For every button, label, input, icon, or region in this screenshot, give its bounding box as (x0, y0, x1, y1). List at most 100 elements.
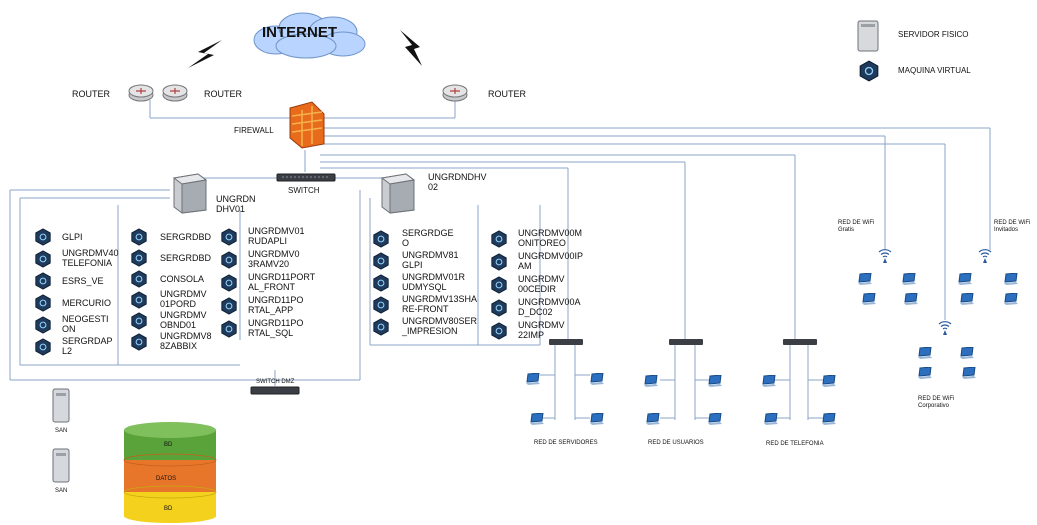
workstation-icon (1004, 272, 1018, 285)
storage-unit-label: SAN (55, 428, 68, 434)
virtual-machine-icon (34, 272, 52, 290)
switch-icon (276, 173, 336, 182)
vm-name-label: UNGRDMV 01PORD (160, 289, 207, 309)
virtual-machine-icon (130, 270, 148, 288)
vm-name-label: UNGRD11PO RTAL_SQL (248, 318, 304, 338)
legend-physical-server-label: SERVIDOR FISICO (898, 30, 969, 39)
vm-name-label: UNGRDMV00A D_DC02 (518, 297, 581, 317)
workstation-icon (762, 374, 776, 387)
virtual-machine-icon (130, 291, 148, 309)
virtual-machine-icon (490, 299, 508, 317)
workstation-icon (918, 346, 932, 359)
vm-name-label: UNGRDMV01R UDMYSQL (402, 272, 466, 292)
router-label: ROUTER (72, 89, 110, 99)
vm-name-label: SERGRDBD (160, 232, 212, 242)
virtual-machine-icon (220, 228, 238, 246)
workstation-icon (822, 374, 836, 387)
workstation-icon (644, 374, 658, 387)
vm-name-label: UNGRD11PORT AL_FRONT (248, 272, 316, 292)
virtual-machine-icon (490, 253, 508, 271)
wifi-access-point-icon (938, 321, 952, 335)
vm-name-label: ESRS_VE (62, 276, 104, 286)
vm-name-label: SERGRDBD (160, 253, 212, 263)
workstation-icon (590, 412, 604, 425)
vm-name-label: UNGRD11PO RTAL_APP (248, 295, 304, 315)
virtual-machine-icon (220, 320, 238, 338)
db-layer-label: BD (164, 442, 173, 448)
storage-unit-icon (52, 448, 70, 483)
router-icon (442, 84, 468, 102)
network-switch-icon (549, 339, 583, 345)
virtual-machine-icon (34, 294, 52, 312)
vm-name-label: MERCURIO (62, 298, 111, 308)
virtual-machine-legend-icon (859, 60, 879, 82)
wifi-guest-label: RED DE WiFi Gratis (838, 220, 875, 233)
internet-cloud-icon (253, 12, 366, 59)
legend-virtual-machine-label: MAQUINA VIRTUAL (898, 66, 971, 75)
vm-name-label: UNGRDMV8 8ZABBIX (160, 331, 212, 351)
router-icon (128, 84, 154, 102)
vm-name-label: UNGRDMV40 TELEFONIA (62, 248, 119, 268)
host1-server-icon (172, 173, 208, 214)
wifi-access-point-icon (878, 249, 892, 263)
virtual-machine-icon (372, 318, 390, 336)
db-layer-label: DATOS (156, 476, 177, 482)
switch-dmz-label: SWITCH DMZ (256, 379, 295, 385)
telephony-network-label: RED DE TELEFONIA (766, 441, 824, 447)
workstation-icon (862, 292, 876, 305)
router-label: ROUTER (204, 89, 242, 99)
vm-name-label: SERGRDGE O (402, 228, 454, 248)
vm-name-label: UNGRDMV0 3RAMV20 (248, 249, 300, 269)
virtual-machine-icon (372, 230, 390, 248)
virtual-machine-icon (220, 297, 238, 315)
workstation-icon (1004, 292, 1018, 305)
virtual-machine-icon (130, 228, 148, 246)
database-cylinder-icon (123, 422, 217, 523)
lightning-left-icon (188, 40, 222, 68)
host1-name: UNGRDN DHV01 (216, 194, 256, 214)
vm-name-label: CONSOLA (160, 274, 205, 284)
workstation-icon (708, 374, 722, 387)
workstation-icon (962, 366, 976, 379)
workstation-icon (526, 372, 540, 385)
workstation-icon (904, 292, 918, 305)
virtual-machine-icon (220, 251, 238, 269)
workstation-icon (960, 346, 974, 359)
virtual-machine-icon (372, 252, 390, 270)
vm-name-label: UNGRDMV13SHA RE-FRONT (402, 294, 478, 314)
workstation-icon (858, 272, 872, 285)
storage-unit-label: SAN (55, 488, 68, 494)
virtual-machine-icon (34, 338, 52, 356)
vm-name-label: SERGRDAP L2 (62, 336, 113, 356)
storage-unit-icon (52, 388, 70, 423)
db-layer-label: BD (164, 506, 173, 512)
virtual-machine-icon (34, 316, 52, 334)
servers-network-label: RED DE SERVIDORES (534, 440, 598, 446)
vm-name-label: GLPI (62, 232, 83, 242)
virtual-machine-icon (490, 276, 508, 294)
virtual-machine-icon (490, 322, 508, 340)
wifi-corporate-label: RED DE WiFi Corporativo (918, 396, 955, 409)
physical-server-legend-icon (857, 20, 879, 52)
router-icon (162, 84, 188, 102)
virtual-machine-icon (130, 333, 148, 351)
network-switch-icon (783, 339, 817, 345)
router-label: ROUTER (488, 89, 526, 99)
wifi-access-point-icon (978, 249, 992, 263)
virtual-machine-icon (490, 230, 508, 248)
vm-name-label: UNGRDMV 22IMP (518, 320, 565, 340)
firewall-label: FIREWALL (234, 126, 274, 135)
switch-dmz-icon (250, 386, 300, 395)
workstation-icon (822, 412, 836, 425)
workstation-icon (902, 272, 916, 285)
workstation-icon (960, 292, 974, 305)
workstation-icon (764, 412, 778, 425)
lightning-right-icon (400, 30, 422, 66)
virtual-machine-icon (130, 312, 148, 330)
workstation-icon (708, 412, 722, 425)
vm-name-label: NEOGESTI ON (62, 314, 109, 334)
workstation-icon (918, 366, 932, 379)
users-network-label: RED DE USUARIOS (648, 440, 704, 446)
